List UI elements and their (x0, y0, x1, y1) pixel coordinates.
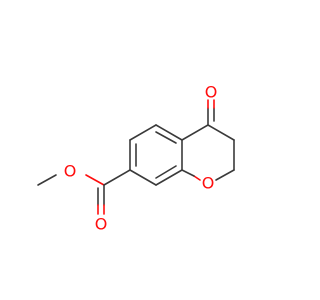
ketone-oxygen-label: O (205, 83, 218, 102)
molecule-drawing: O O O O (37, 83, 235, 234)
ester-o-bond (85, 174, 105, 186)
ring-oxygen-label: O (202, 174, 215, 193)
ketone-ring-bond (181, 124, 209, 141)
aromatic-bond-3 (155, 124, 183, 141)
ester-ring-bond (103, 169, 131, 186)
aromatic-bond-3-inner (155, 131, 177, 144)
structure-canvas: O O O O (37, 82, 235, 234)
saturated-bond-1 (207, 124, 235, 141)
aromatic-bond-6 (129, 169, 157, 186)
aromatic-bond-2 (129, 124, 157, 141)
ring-o-bond-2 (181, 169, 195, 177)
ring-o-bond-1 (193, 175, 201, 181)
methyl-bond (37, 174, 57, 186)
saturated-bond-3 (215, 169, 235, 181)
aromatic-bond-5-inner (155, 165, 177, 179)
aromatic-bond-5 (155, 169, 183, 186)
ester-carbonyl-oxygen-label: O (95, 215, 108, 234)
ester-ether-oxygen-label: O (64, 162, 77, 181)
